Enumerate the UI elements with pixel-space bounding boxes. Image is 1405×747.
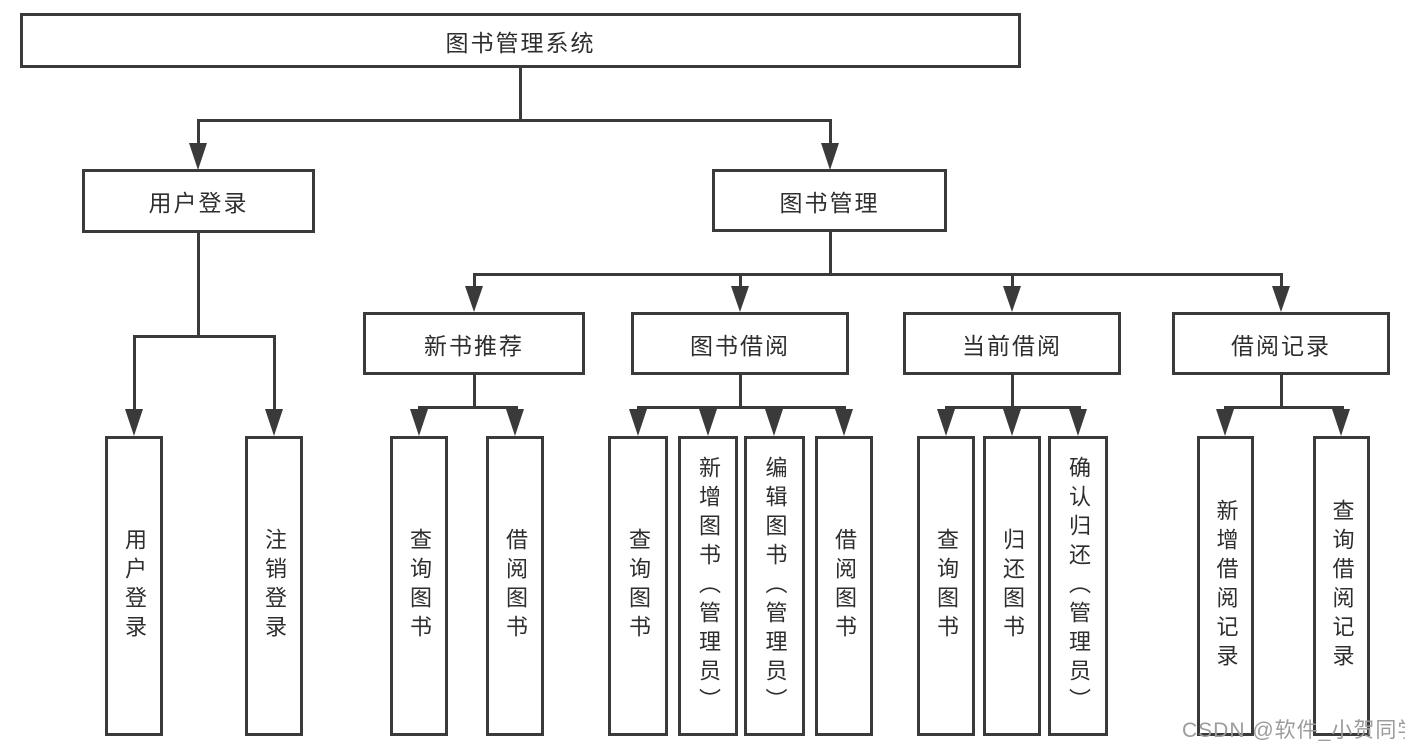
leaf-query-books: 查询图书 (917, 436, 975, 736)
leaf-add-borrow-record: 新增借阅记录 (1197, 436, 1254, 736)
connector-line (273, 338, 276, 412)
arrowhead-down-icon (1003, 286, 1021, 312)
connector-line (1280, 276, 1283, 287)
arrowhead-down-icon (265, 409, 283, 436)
leaf-query-books: 查询图书 (608, 436, 668, 736)
leaf-logout-login: 注销登录 (245, 436, 303, 736)
connector-line (829, 232, 832, 273)
arrowhead-down-icon (506, 409, 524, 436)
node-library-management-system: 图书管理系统 (20, 13, 1021, 68)
arrowhead-down-icon (835, 409, 853, 436)
leaf-borrow-books: 借阅图书 (486, 436, 544, 736)
leaf-edit-books-admin: 编辑图书（管理员） (744, 436, 805, 736)
leaf-return-books: 归还图书 (983, 436, 1041, 736)
node-book-borrowing: 图书借阅 (631, 312, 849, 375)
leaf-confirm-return-admin: 确认归还（管理员） (1048, 436, 1108, 736)
node-current-borrowing: 当前借阅 (903, 312, 1121, 375)
arrowhead-down-icon (465, 286, 483, 312)
arrowhead-down-icon (765, 409, 783, 436)
arrowhead-down-icon (731, 286, 749, 312)
connector-line (829, 122, 832, 144)
connector-line (739, 276, 742, 287)
arrowhead-down-icon (1069, 409, 1087, 436)
node-new-book-recommendation: 新书推荐 (363, 312, 585, 375)
node-book-management: 图书管理 (712, 169, 947, 232)
leaf-user-login: 用户登录 (105, 436, 163, 736)
arrowhead-down-icon (189, 143, 207, 170)
arrowhead-down-icon (699, 409, 717, 436)
connector-line (637, 406, 846, 409)
connector-line (133, 335, 276, 338)
leaf-borrow-books: 借阅图书 (815, 436, 873, 736)
connector-line (1280, 375, 1283, 406)
connector-line (1011, 375, 1014, 406)
arrowhead-down-icon (629, 409, 647, 436)
csdn-watermark: CSDN @软件_小贺同学 (1182, 719, 1405, 742)
connector-line (1224, 406, 1344, 409)
leaf-query-books: 查询图书 (390, 436, 448, 736)
node-borrowing-records: 借阅记录 (1172, 312, 1390, 375)
connector-line (418, 406, 518, 409)
leaf-add-books-admin: 新增图书（管理员） (678, 436, 738, 736)
node-user-login: 用户登录 (82, 169, 315, 233)
arrowhead-down-icon (1216, 409, 1234, 436)
connector-line (945, 406, 1081, 409)
connector-line (197, 233, 200, 335)
leaf-query-borrow-record: 查询借阅记录 (1313, 436, 1370, 736)
connector-line (519, 68, 522, 119)
arrowhead-down-icon (821, 143, 839, 170)
arrowhead-down-icon (410, 409, 428, 436)
arrowhead-down-icon (937, 409, 955, 436)
connector-line (197, 122, 200, 144)
connector-line (1011, 276, 1014, 287)
arrowhead-down-icon (1272, 286, 1290, 312)
connector-line (739, 375, 742, 406)
connector-line (133, 338, 136, 412)
arrowhead-down-icon (125, 409, 143, 436)
connector-line (473, 276, 476, 287)
connector-line (197, 119, 832, 122)
arrowhead-down-icon (1003, 409, 1021, 436)
arrowhead-down-icon (1332, 409, 1350, 436)
connector-line (473, 375, 476, 406)
connector-line (473, 273, 1283, 276)
